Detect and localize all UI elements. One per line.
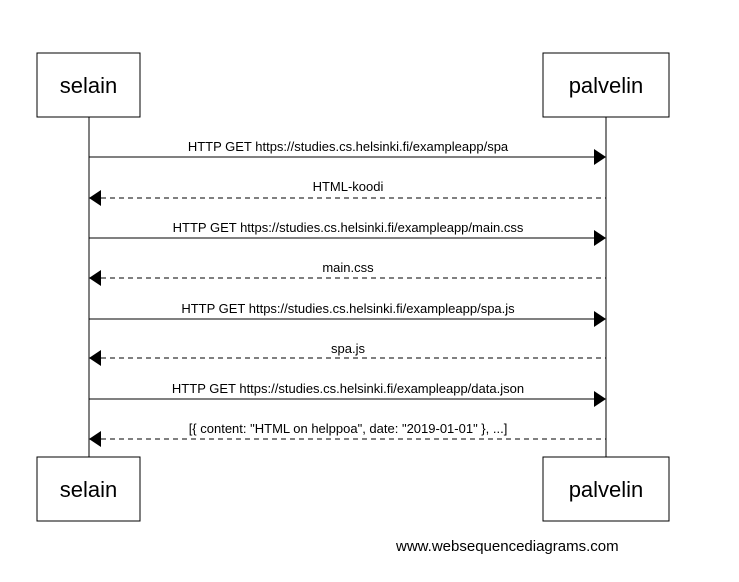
message-2: HTML-koodi xyxy=(89,179,606,206)
participant-browser-top: selain xyxy=(36,52,141,118)
participant-label: selain xyxy=(60,73,117,98)
participant-server-top: palvelin xyxy=(542,52,670,118)
message-label: [{ content: "HTML on helppoa", date: "20… xyxy=(189,421,508,436)
message-1: HTTP GET https://studies.cs.helsinki.fi/… xyxy=(89,139,606,165)
arrowhead-left-icon xyxy=(89,431,101,447)
arrowhead-right-icon xyxy=(594,391,606,407)
arrowhead-left-icon xyxy=(89,190,101,206)
participant-server-bottom: palvelin xyxy=(542,456,670,522)
message-5: HTTP GET https://studies.cs.helsinki.fi/… xyxy=(89,301,606,327)
arrowhead-right-icon xyxy=(594,230,606,246)
participant-browser-bottom: selain xyxy=(36,456,141,522)
participant-label: palvelin xyxy=(569,477,644,502)
arrowhead-left-icon xyxy=(89,350,101,366)
arrowhead-right-icon xyxy=(594,149,606,165)
message-label: main.css xyxy=(322,260,374,275)
arrowhead-right-icon xyxy=(594,311,606,327)
message-6: spa.js xyxy=(89,341,606,366)
arrowhead-left-icon xyxy=(89,270,101,286)
message-label: HTML-koodi xyxy=(313,179,384,194)
message-label: HTTP GET https://studies.cs.helsinki.fi/… xyxy=(181,301,515,316)
message-label: spa.js xyxy=(331,341,365,356)
message-7: HTTP GET https://studies.cs.helsinki.fi/… xyxy=(89,381,606,407)
message-label: HTTP GET https://studies.cs.helsinki.fi/… xyxy=(172,381,524,396)
message-3: HTTP GET https://studies.cs.helsinki.fi/… xyxy=(89,220,606,246)
message-label: HTTP GET https://studies.cs.helsinki.fi/… xyxy=(173,220,524,235)
watermark[interactable]: www.websequencediagrams.com xyxy=(396,538,619,555)
message-8: [{ content: "HTML on helppoa", date: "20… xyxy=(89,421,606,447)
participant-label: palvelin xyxy=(569,73,644,98)
message-4: main.css xyxy=(89,260,606,286)
participant-label: selain xyxy=(60,477,117,502)
message-label: HTTP GET https://studies.cs.helsinki.fi/… xyxy=(188,139,509,154)
